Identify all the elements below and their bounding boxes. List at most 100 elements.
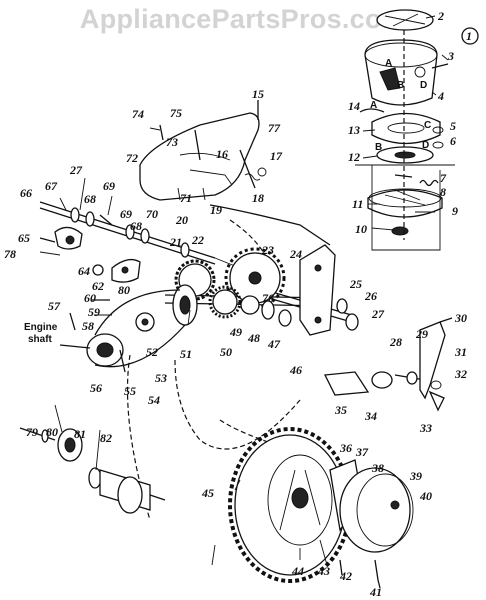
callout-30: 30 bbox=[454, 311, 467, 325]
callout-31: 31 bbox=[454, 345, 467, 359]
callout-51: 51 bbox=[180, 347, 192, 361]
callout-81: 81 bbox=[74, 427, 86, 441]
callout-27-left: 27 bbox=[69, 163, 83, 177]
cover-shield bbox=[139, 100, 267, 201]
marker-a-upper: A bbox=[385, 58, 392, 69]
marker-d-lower: D bbox=[422, 140, 429, 151]
callout-27-right: 27 bbox=[371, 307, 385, 321]
callout-69-upper: 69 bbox=[103, 179, 115, 193]
belt-drive bbox=[59, 289, 186, 373]
callout-52: 52 bbox=[146, 345, 158, 359]
lever-assembly bbox=[323, 317, 453, 412]
callout-54: 54 bbox=[148, 393, 160, 407]
callout-15: 15 bbox=[252, 87, 264, 101]
callout-70: 70 bbox=[146, 207, 158, 221]
callout-34: 34 bbox=[364, 409, 377, 423]
callout-36: 36 bbox=[339, 441, 352, 455]
callout-33: 33 bbox=[419, 421, 432, 435]
callout-38: 38 bbox=[371, 461, 384, 475]
callout-79: 79 bbox=[26, 425, 38, 439]
callout-78: 78 bbox=[4, 247, 16, 261]
callout-41: 41 bbox=[369, 585, 382, 599]
callout-55: 55 bbox=[124, 384, 136, 398]
callout-59: 59 bbox=[88, 305, 100, 319]
callout-73: 73 bbox=[166, 135, 178, 149]
marker-d-upper: D bbox=[420, 80, 427, 91]
callout-45: 45 bbox=[201, 486, 214, 500]
callout-77: 77 bbox=[268, 121, 281, 135]
callout-71: 71 bbox=[180, 191, 192, 205]
callout-3: 3 bbox=[447, 49, 454, 63]
callout-10: 10 bbox=[355, 222, 367, 236]
marker-b-upper: B bbox=[397, 80, 404, 91]
callout-60: 60 bbox=[84, 291, 96, 305]
callout-48: 48 bbox=[247, 331, 260, 345]
callout-62: 62 bbox=[92, 279, 104, 293]
callout-65: 65 bbox=[18, 231, 30, 245]
callout-37: 37 bbox=[355, 445, 369, 459]
marker-a-lower: A bbox=[370, 100, 377, 111]
callout-9: 9 bbox=[452, 204, 458, 218]
callout-23: 23 bbox=[261, 243, 274, 257]
leader-lines bbox=[54, 15, 449, 566]
callout-44: 44 bbox=[291, 564, 304, 578]
callout-19: 19 bbox=[210, 203, 222, 217]
callout-35: 35 bbox=[334, 403, 347, 417]
callout-25: 25 bbox=[349, 277, 362, 291]
callout-24: 24 bbox=[289, 247, 302, 261]
marker-c: C bbox=[424, 120, 431, 131]
callout-75: 75 bbox=[170, 106, 182, 120]
callout-68-left: 68 bbox=[84, 192, 96, 206]
callout-20: 20 bbox=[175, 213, 188, 227]
callout-2: 2 bbox=[437, 9, 444, 23]
callout-46: 46 bbox=[289, 363, 302, 377]
engine-shaft-label-line2: shaft bbox=[28, 334, 53, 345]
callout-8: 8 bbox=[440, 185, 446, 199]
callout-11: 11 bbox=[352, 197, 363, 211]
callout-64: 64 bbox=[78, 264, 90, 278]
callout-14: 14 bbox=[348, 99, 360, 113]
callout-58: 58 bbox=[82, 319, 94, 333]
callout-40: 40 bbox=[419, 489, 432, 503]
axle-gear-assembly bbox=[164, 244, 359, 336]
callout-47: 47 bbox=[267, 337, 281, 351]
callout-26: 26 bbox=[364, 289, 377, 303]
figure-number-circle bbox=[461, 27, 479, 45]
callout-82: 82 bbox=[100, 431, 112, 445]
callout-32: 32 bbox=[454, 367, 467, 381]
callout-17: 17 bbox=[270, 149, 283, 163]
callout-80-lower: 80 bbox=[46, 425, 58, 439]
callout-22: 22 bbox=[191, 233, 204, 247]
callout-49: 49 bbox=[229, 325, 242, 339]
housing-assembly bbox=[355, 9, 455, 251]
spindle-pulley bbox=[19, 427, 166, 514]
callout-72: 72 bbox=[126, 151, 138, 165]
callout-5: 5 bbox=[450, 119, 456, 133]
part-callouts: 2 3 4 5 6 7 8 9 10 11 12 13 14 15 16 17 … bbox=[4, 9, 467, 599]
callout-6: 6 bbox=[450, 134, 456, 148]
callout-53: 53 bbox=[155, 371, 167, 385]
callout-43: 43 bbox=[317, 564, 330, 578]
callout-57: 57 bbox=[48, 299, 61, 313]
callout-16: 16 bbox=[216, 147, 228, 161]
callout-18: 18 bbox=[252, 191, 264, 205]
callout-29: 29 bbox=[415, 327, 428, 341]
callout-4: 4 bbox=[437, 89, 444, 103]
callout-69-lower: 69 bbox=[120, 207, 132, 221]
callout-76: 76 bbox=[262, 291, 274, 305]
callout-66: 66 bbox=[20, 186, 32, 200]
callout-42: 42 bbox=[339, 569, 352, 583]
callout-74: 74 bbox=[132, 107, 144, 121]
callout-56: 56 bbox=[90, 381, 102, 395]
figure-number: 1 bbox=[466, 29, 472, 43]
callout-67: 67 bbox=[45, 179, 58, 193]
callout-13: 13 bbox=[348, 123, 360, 137]
marker-b-lower: B bbox=[375, 142, 382, 153]
watermark: AppliancePartsPros.com bbox=[79, 4, 407, 34]
callout-7: 7 bbox=[440, 171, 447, 185]
engine-shaft-label-line1: Engine bbox=[24, 322, 58, 333]
callout-12: 12 bbox=[348, 150, 360, 164]
callout-39: 39 bbox=[409, 469, 422, 483]
